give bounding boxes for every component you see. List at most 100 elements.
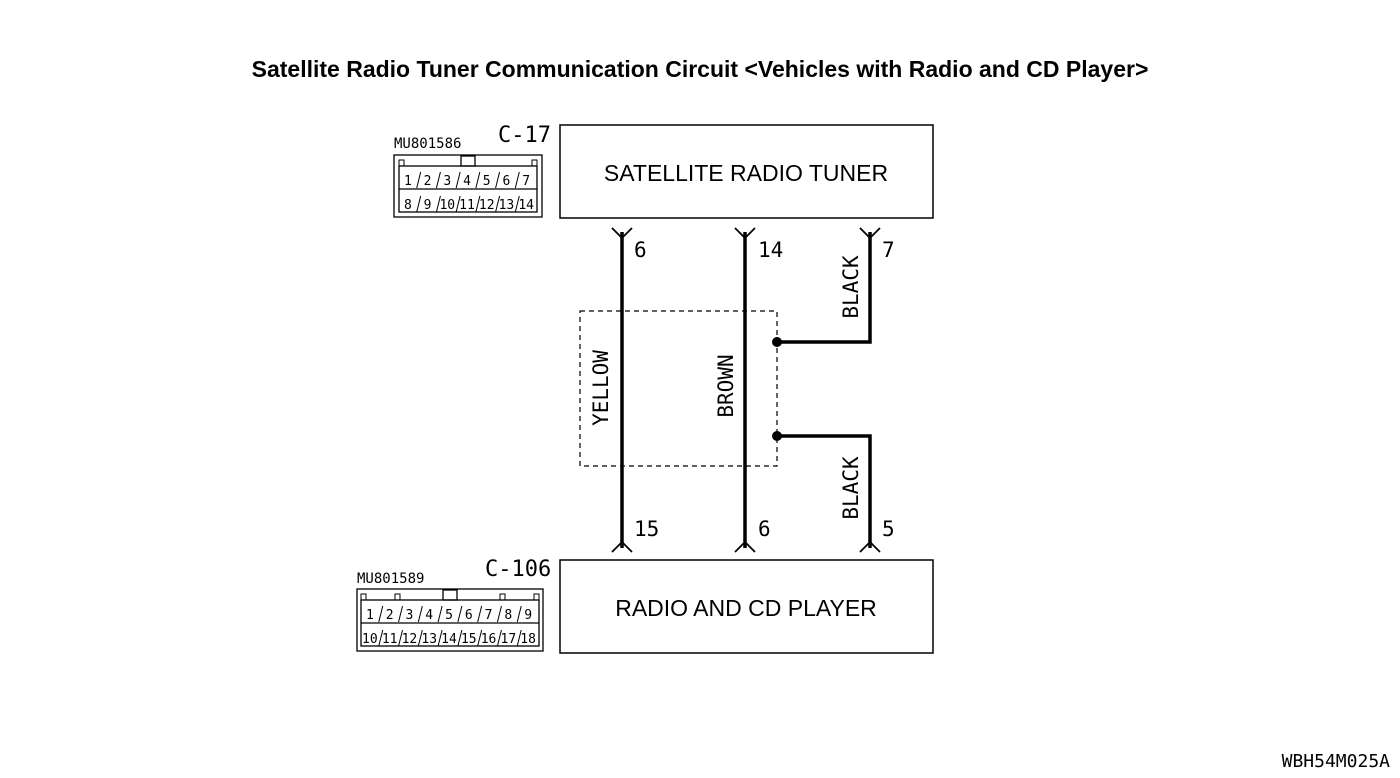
satellite-radio-tuner-label: SATELLITE RADIO TUNER: [604, 160, 888, 186]
wire-color-brown: BROWN: [714, 354, 738, 417]
cavity-divider: [416, 171, 422, 189]
cavity-divider: [457, 629, 463, 647]
cavity-divider: [477, 629, 483, 647]
cavity-divider: [475, 195, 481, 213]
shield-dashed-box: [579, 310, 778, 467]
wire-brown: [734, 227, 756, 553]
connector-c17-body: [393, 154, 543, 218]
cavity-divider: [437, 629, 443, 647]
cavity-number: 6: [465, 608, 473, 623]
wire-color-yellow: YELLOW: [589, 350, 613, 426]
cavity-number: 5: [445, 608, 453, 623]
cavity-number: 15: [461, 632, 477, 647]
splice-point: [772, 431, 782, 441]
cavity-number: 3: [443, 174, 451, 189]
cavity-number: 10: [362, 632, 378, 647]
radio-pin-black: 5: [882, 517, 895, 541]
cavity-divider: [495, 171, 501, 189]
cavity-divider: [496, 605, 502, 623]
radio-pin-brown: 6: [758, 517, 771, 541]
cavity-divider: [457, 605, 463, 623]
cavity-number: 12: [479, 198, 495, 213]
connector-terminal-mark: [611, 540, 633, 553]
cavity-number: 14: [518, 198, 534, 213]
cavity-divider: [417, 605, 423, 623]
tuner-pin-black: 7: [882, 238, 895, 262]
wire-color-black-bottom: BLACK: [839, 456, 863, 520]
cavity-divider: [416, 195, 422, 213]
cavity-divider: [475, 171, 481, 189]
cavity-number: 3: [406, 608, 414, 623]
connector-terminal-mark: [859, 227, 881, 240]
cavity-number: 7: [485, 608, 493, 623]
cavity-divider: [496, 629, 502, 647]
cavity-divider: [378, 629, 384, 647]
cavity-number: 1: [366, 608, 374, 623]
cavity-number: 4: [463, 174, 471, 189]
cavity-number: 9: [424, 198, 432, 213]
tuner-pin-brown: 14: [758, 238, 783, 262]
cavity-number: 5: [483, 174, 491, 189]
wire-yellow: [611, 227, 633, 553]
connector-c106-id: C-106: [485, 557, 551, 582]
cavity-divider: [516, 605, 522, 623]
cavity-number: 7: [522, 174, 530, 189]
cavity-divider: [435, 195, 441, 213]
connector-c17-id: C-17: [498, 123, 551, 148]
cavity-divider: [477, 605, 483, 623]
cavity-number: 1: [404, 174, 412, 189]
cavity-number: 2: [386, 608, 394, 623]
cavity-number: 4: [425, 608, 433, 623]
cavity-divider: [455, 195, 461, 213]
connector-c17-part-number: MU801586: [394, 136, 461, 152]
wire-black: [772, 227, 881, 553]
cavity-divider: [417, 629, 423, 647]
cavity-divider: [398, 629, 404, 647]
wire-color-black-top: BLACK: [839, 255, 863, 319]
cavity-number: 17: [501, 632, 517, 647]
cavity-number: 6: [503, 174, 511, 189]
cavity-divider: [495, 195, 501, 213]
cavity-number: 12: [402, 632, 418, 647]
radio-pin-yellow: 15: [634, 517, 659, 541]
connector-c106-part-number: MU801589: [357, 571, 424, 587]
satellite-radio-tuner-box: [559, 124, 934, 219]
cavity-divider: [514, 195, 520, 213]
cavity-number: 11: [459, 198, 475, 213]
connector-c17-lock-tab: [460, 155, 476, 167]
connector-terminal-mark: [734, 227, 756, 240]
cavity-number: 8: [404, 198, 412, 213]
cavity-divider: [514, 171, 520, 189]
cavity-number: 10: [439, 198, 455, 213]
connector-c106-body: [356, 588, 544, 652]
cavity-divider: [378, 605, 384, 623]
cavity-divider: [455, 171, 461, 189]
tuner-pin-yellow: 6: [634, 238, 647, 262]
cavity-number: 16: [481, 632, 497, 647]
cavity-number: 13: [499, 198, 515, 213]
cavity-number: 8: [504, 608, 512, 623]
radio-cd-player-label: RADIO AND CD PLAYER: [615, 595, 877, 621]
diagram-code: WBH54M025A: [1281, 751, 1390, 772]
cavity-number: 11: [382, 632, 398, 647]
connector-terminal-mark: [611, 227, 633, 240]
diagram-title: Satellite Radio Tuner Communication Circ…: [251, 56, 1149, 82]
connector-c106-lock-tab: [442, 589, 458, 601]
connector-terminal-mark: [734, 540, 756, 553]
cavity-divider: [437, 605, 443, 623]
cavity-number: 14: [441, 632, 457, 647]
cavity-number: 2: [424, 174, 432, 189]
radio-cd-player-box: [559, 559, 934, 654]
cavity-divider: [516, 629, 522, 647]
connector-terminal-mark: [859, 540, 881, 553]
cavity-number: 9: [524, 608, 532, 623]
cavity-divider: [398, 605, 404, 623]
cavity-number: 13: [421, 632, 437, 647]
cavity-number: 18: [520, 632, 536, 647]
cavity-divider: [435, 171, 441, 189]
